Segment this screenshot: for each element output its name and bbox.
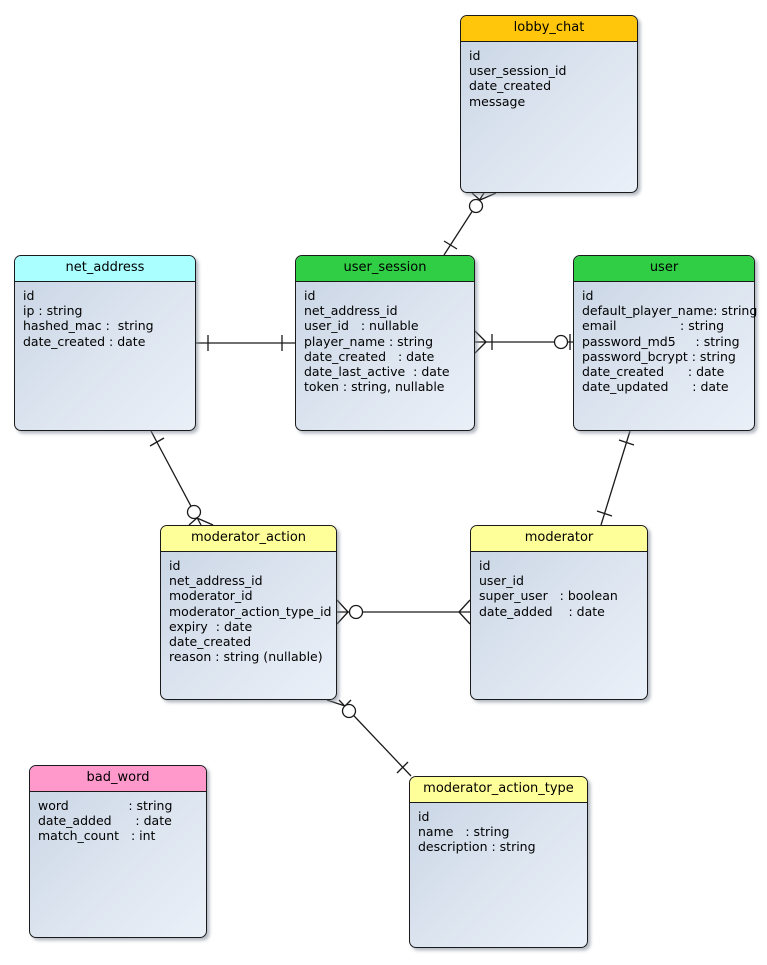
field: date_created: [169, 634, 252, 650]
field: date_created : date: [582, 364, 725, 380]
relationship-user-session-lobby-chat: [443, 192, 497, 256]
field: date_updated : date: [582, 379, 729, 395]
field: net_address_id: [169, 573, 263, 589]
entity-moderator-title: moderator: [471, 526, 647, 552]
field: date_created : date: [304, 348, 435, 364]
field: id: [23, 288, 35, 303]
relationship-user-session-user: [474, 330, 574, 354]
field: expiry : date: [169, 618, 253, 634]
field: date_created : date: [23, 333, 146, 349]
entity-user-session-title: user_session: [296, 256, 474, 282]
relationship-user-moderator: [596, 430, 635, 526]
field: date_created: [469, 78, 552, 94]
field: id: [479, 558, 491, 573]
field: name : string: [418, 824, 510, 840]
field: moderator_id: [169, 588, 253, 604]
field: token : string, nullable: [304, 379, 445, 395]
field: user_id : nullable: [304, 318, 419, 334]
entity-user-title: user: [574, 256, 754, 282]
field: word : string: [38, 798, 173, 813]
entity-lobby-chat-title: lobby_chat: [461, 16, 637, 42]
field: reason : string (nullable): [169, 649, 323, 665]
field: email : string: [582, 318, 725, 334]
field: description : string: [418, 839, 536, 855]
field: message: [469, 93, 526, 109]
field: user_id: [479, 573, 524, 589]
field: default_player_name: string: [582, 303, 758, 319]
field: id: [418, 809, 430, 824]
field: password_md5 : string: [582, 333, 740, 349]
field: match_count : int: [38, 828, 156, 844]
field: user_session_id: [469, 63, 567, 79]
field: ip : string: [23, 303, 83, 319]
field: date_last_active : date: [304, 364, 450, 380]
relationship-moderator-action-moderator: [336, 599, 471, 625]
field: password_bcrypt : string: [582, 348, 736, 364]
entity-moderator-action-type-title: moderator_action_type: [410, 777, 587, 803]
field: id: [304, 288, 316, 303]
field: date_added : date: [479, 603, 605, 619]
field: moderator_action_type_id: [169, 603, 332, 619]
field: date_added : date: [38, 813, 172, 829]
entity-moderator-action-title: moderator_action: [161, 526, 336, 552]
field: hashed_mac : string: [23, 318, 154, 334]
relationship-net-address-moderator-action: [149, 430, 214, 526]
field: player_name : string: [304, 333, 434, 349]
entity-net-address-title: net_address: [15, 256, 195, 282]
field: super_user : boolean: [479, 588, 618, 604]
field: id: [582, 288, 594, 303]
relationship-net-address-user-session: [196, 335, 295, 351]
entity-bad-word-title: bad_word: [30, 766, 206, 792]
field: net_address_id: [304, 303, 398, 319]
relationship-moderator-action-moderator-action-type: [326, 699, 412, 777]
field: id: [169, 558, 181, 573]
field: id: [469, 48, 481, 63]
